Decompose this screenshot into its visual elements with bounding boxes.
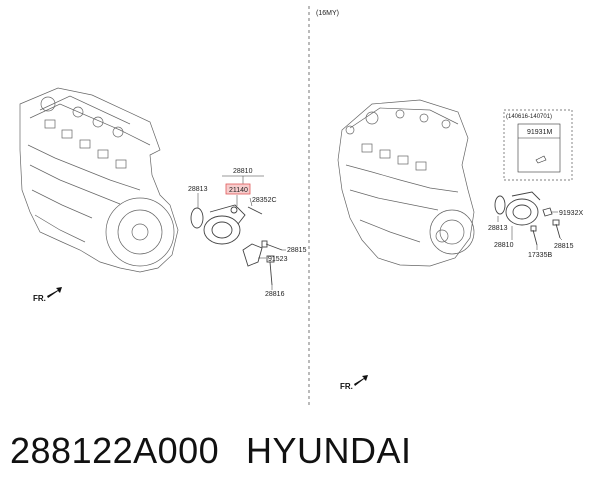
left-callout-pin: 28352C [252, 197, 277, 204]
left-bolt-28816-part [266, 255, 275, 286]
right-stud-part [530, 225, 538, 246]
part-number: 288122A000 [10, 430, 220, 471]
left-callout-highlighted: 21140 [229, 187, 248, 194]
right-inset-part: 91931M [527, 129, 552, 136]
left-bolt-28815-part [261, 240, 283, 251]
right-leader-lines [497, 211, 563, 250]
left-leader-lines [197, 175, 286, 290]
right-callout-stud: 17335B [528, 252, 552, 259]
left-gasket-part [190, 207, 204, 229]
right-vacuum-pump-part [505, 191, 541, 226]
left-callout-bracket: 91523 [268, 256, 288, 263]
brand-name: HYUNDAI [246, 430, 412, 471]
right-direction-arrow-icon [354, 375, 368, 386]
right-bolt-part [552, 219, 561, 239]
right-callout-gasket: 28813 [488, 225, 508, 232]
left-engine-block [19, 87, 179, 273]
left-callout-assembly: 28810 [233, 168, 253, 175]
right-clip-part [542, 207, 553, 217]
left-direction-label: FR. [33, 294, 46, 303]
left-bracket-part [242, 243, 263, 267]
right-callout-clip: 91932X [559, 210, 583, 217]
left-callout-bolt-right: 28815 [287, 247, 307, 254]
highlight-box [225, 183, 251, 195]
left-vacuum-pump-part [203, 204, 246, 245]
right-gasket-part [494, 195, 506, 215]
left-direction-arrow-icon [47, 287, 62, 298]
variant-label: (16MY) [316, 10, 339, 17]
right-callout-bolt: 28815 [554, 243, 574, 250]
footer: 288122A000 HYUNDAI [0, 418, 600, 492]
right-callout-assembly: 28810 [494, 242, 514, 249]
left-callout-gasket: 28813 [188, 186, 208, 193]
left-callout-bolt-bottom: 28816 [265, 291, 285, 298]
right-direction-label: FR. [340, 382, 353, 391]
right-inset-date: (140616-140701) [506, 114, 552, 120]
right-engine-block [337, 99, 475, 267]
right-inset-box [503, 109, 573, 181]
left-pin-part [247, 206, 263, 215]
parts-diagram: (16MY) [19, 6, 583, 408]
